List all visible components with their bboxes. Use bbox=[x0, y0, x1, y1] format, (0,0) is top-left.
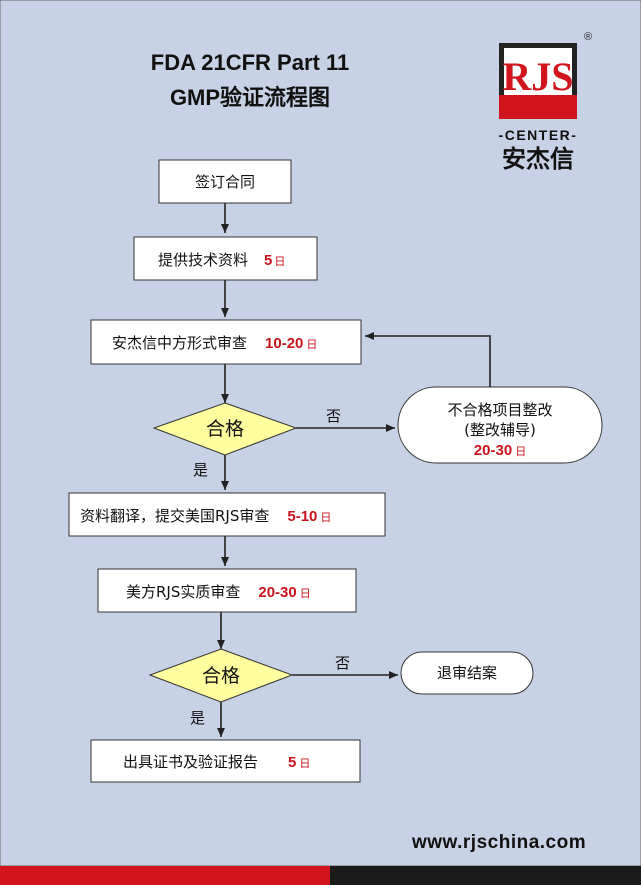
decision-diamond-1 bbox=[152, 402, 298, 456]
step-box-review bbox=[90, 319, 362, 365]
step-3-days: 10-20 bbox=[265, 335, 303, 352]
logo-center: -CENTER- bbox=[499, 127, 578, 143]
step-4-days: 5-10 bbox=[287, 508, 317, 525]
arrow-rectify-loop bbox=[365, 332, 491, 387]
step-box-us-review bbox=[97, 568, 357, 613]
rjs-logo: RJS ® -CENTER- 安杰信 bbox=[499, 31, 593, 173]
rectify-terminal bbox=[397, 386, 603, 464]
decision-2-no-label: 否 bbox=[335, 654, 350, 672]
decision-1-no-label: 否 bbox=[326, 407, 341, 425]
step-6-label: 出具证书及验证报告 bbox=[123, 753, 258, 771]
step-5-unit: 日 bbox=[300, 587, 311, 600]
connectors bbox=[217, 203, 491, 737]
logo-mark: RJS bbox=[502, 54, 573, 99]
logo-red-band bbox=[499, 95, 577, 119]
step-2-label: 提供技术资料 bbox=[158, 251, 248, 269]
page-title-line1: FDA 21CFR Part 11 bbox=[150, 50, 350, 75]
step-1-text: 签订合同 bbox=[195, 173, 255, 191]
decision-2-text: 合格 bbox=[202, 665, 240, 687]
decision-diamond-2 bbox=[148, 648, 294, 703]
page-title-line2: GMP验证流程图 bbox=[169, 85, 331, 110]
footer-bar-dark bbox=[330, 866, 641, 885]
step-4-label: 资料翻译，提交美国RJS审查 bbox=[80, 507, 269, 525]
step-2-days: 5 bbox=[264, 252, 272, 269]
step-4-unit: 日 bbox=[320, 511, 331, 524]
step-5-label: 美方RJS实质审查 bbox=[126, 583, 240, 601]
step-3-label: 安杰信中方形式审查 bbox=[112, 334, 247, 352]
logo-company: 安杰信 bbox=[502, 145, 574, 173]
footer-bar-red bbox=[0, 866, 330, 885]
decision-1-text: 合格 bbox=[206, 418, 244, 440]
step-6-days: 5 bbox=[288, 754, 296, 771]
website-url: www.rjschina.com bbox=[412, 832, 587, 853]
rectify-days: 20-30 bbox=[474, 442, 512, 459]
step-5-days: 20-30 bbox=[258, 584, 296, 601]
rectify-unit: 日 bbox=[515, 445, 526, 458]
rectify-line1: 不合格项目整改 bbox=[447, 401, 552, 419]
decision-1-yes-label: 是 bbox=[193, 461, 208, 479]
process-boxes bbox=[68, 159, 386, 783]
reject-terminal bbox=[400, 651, 534, 695]
reject-text: 退审结案 bbox=[437, 664, 497, 682]
step-box-docs bbox=[133, 236, 318, 281]
logo-inner-panel bbox=[504, 48, 572, 95]
step-5-text: 美方RJS实质审查 20-30 日 bbox=[126, 583, 311, 601]
decision-2-yes-label: 是 bbox=[190, 709, 205, 727]
step-box-translate bbox=[68, 492, 386, 537]
step-box-certificate bbox=[90, 739, 361, 783]
logo-registered: ® bbox=[584, 31, 592, 43]
step-6-unit: 日 bbox=[299, 757, 310, 770]
step-3-unit: 日 bbox=[306, 338, 317, 351]
rectify-line2: (整改辅导) bbox=[464, 421, 536, 439]
step-box-contract bbox=[158, 159, 292, 204]
step-2-unit: 日 bbox=[274, 255, 285, 268]
